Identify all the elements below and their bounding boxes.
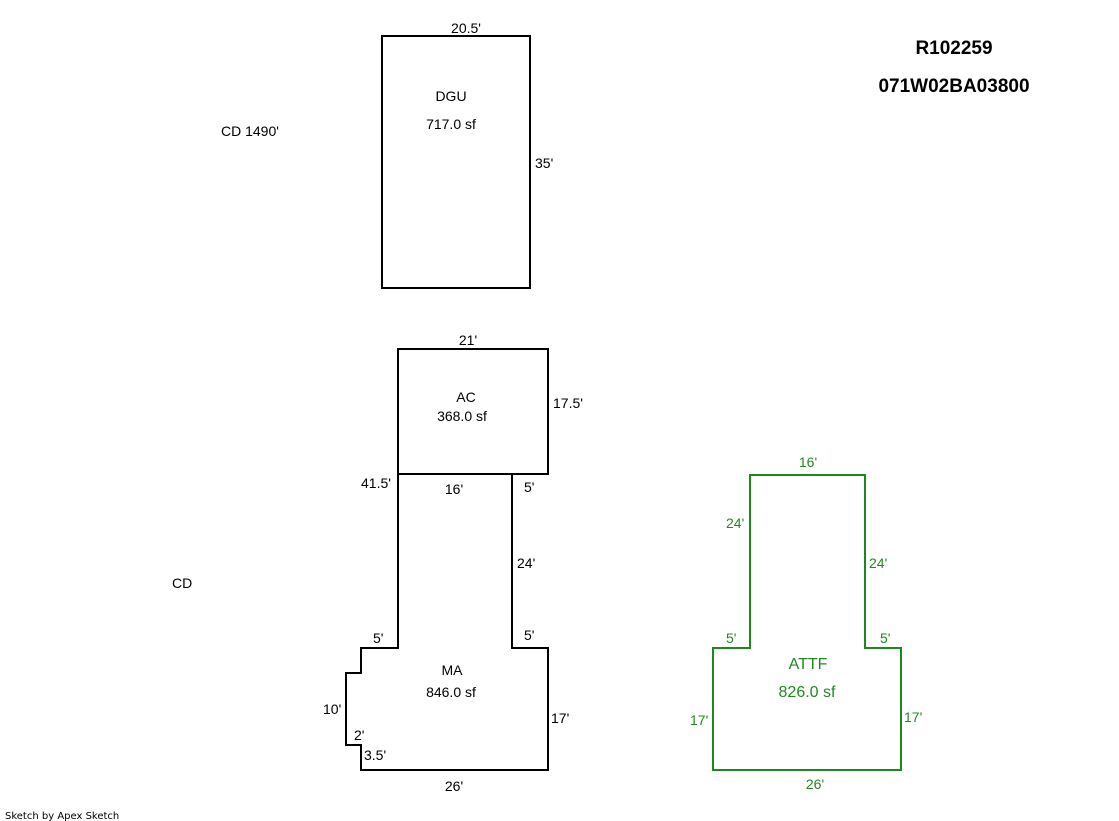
attf-right-dimension: 17': [904, 709, 922, 725]
attf-right-upper-dimension: 24': [869, 555, 887, 571]
attf-notch-left-dimension: 5': [726, 630, 736, 646]
dgu-code-label: DGU: [435, 88, 466, 104]
attf-area-label: 826.0 sf: [779, 684, 836, 701]
map-tax-lot: 071W02BA03800: [878, 76, 1029, 97]
dgu-right-dimension: 35': [535, 155, 553, 171]
ac-bottom-right-dimension: 5': [524, 479, 534, 495]
ac-area-label: 368.0 sf: [437, 408, 487, 424]
note-cd: CD: [172, 575, 192, 591]
ma-left-dimension: 10': [323, 701, 341, 717]
sketch-credit: Sketch by Apex Sketch: [5, 811, 119, 821]
attf-left-upper-dimension: 24': [726, 515, 744, 531]
ac-top-dimension: 21': [459, 332, 477, 348]
ac-outline: [397, 348, 549, 475]
dgu-area: DGU 717.0 sf 20.5' 35': [381, 20, 553, 289]
ma-step-lower-dimension: 3.5': [364, 747, 386, 763]
ma-area-label: 846.0 sf: [426, 684, 476, 700]
ac-left-dimension: 41.5': [361, 475, 391, 491]
ma-notch-right-dimension: 5': [524, 627, 534, 643]
ac-right-dimension: 17.5': [553, 395, 583, 411]
ac-code-label: AC: [456, 389, 475, 405]
attf-top-dimension: 16': [799, 454, 817, 470]
dgu-top-dimension: 20.5': [451, 20, 481, 36]
ma-bottom-dimension: 26': [445, 778, 463, 794]
ma-code-label: MA: [442, 662, 464, 678]
ma-right-dimension: 17': [551, 710, 569, 726]
attf-bottom-dimension: 26': [806, 776, 824, 792]
dgu-area-label: 717.0 sf: [426, 116, 476, 132]
attf-left-dimension: 17': [690, 712, 708, 728]
ac-area: AC 368.0 sf 21' 17.5' 41.5' 16' 5': [361, 332, 583, 497]
ma-right-mid-dimension: 24': [517, 555, 535, 571]
ma-outline: [345, 474, 549, 771]
dgu-outline: [381, 35, 531, 289]
account-id: R102259: [915, 38, 992, 59]
ma-step-dimension: 2': [354, 727, 364, 743]
note-cd-1490: CD 1490': [221, 123, 279, 139]
ma-area: MA 846.0 sf 24' 5' 5' 10' 2' 3.5' 17' 26…: [323, 474, 569, 794]
attf-area: ATTF 826.0 sf 16' 24' 24' 5' 5' 17' 17' …: [690, 454, 922, 792]
ac-bottom-dimension: 16': [445, 481, 463, 497]
attf-notch-right-dimension: 5': [880, 630, 890, 646]
ma-notch-left-dimension: 5': [373, 630, 383, 646]
attf-code-label: ATTF: [789, 656, 828, 673]
attf-outline: [712, 474, 902, 771]
